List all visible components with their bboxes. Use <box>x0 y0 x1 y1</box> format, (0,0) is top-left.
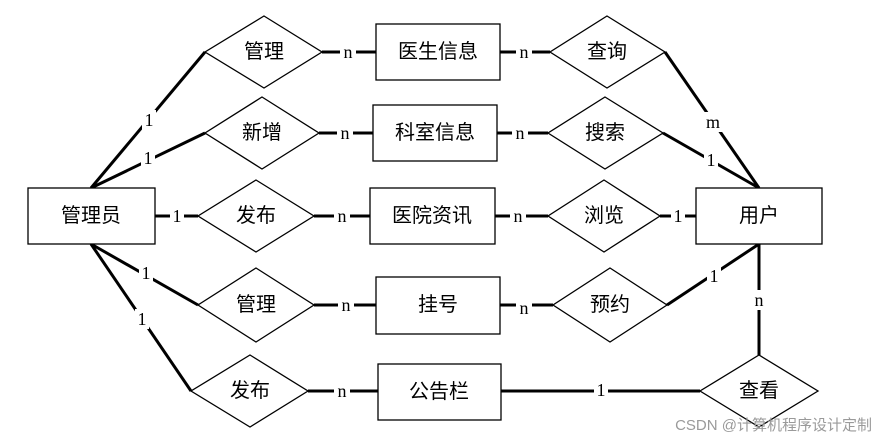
cardinality-manage-doctor-doctor: n <box>344 42 353 62</box>
cardinality-search-user: 1 <box>707 150 716 170</box>
watermark: CSDN @计算机程序设计定制 <box>675 417 872 434</box>
cardinality-labels: 1 n n m 1 n n 1 1 n n 1 1 n n 1 1 <box>135 42 767 401</box>
cardinality-news-browse: n <box>514 206 523 226</box>
relation-add-department-label: 新增 <box>242 121 282 144</box>
relation-publish-notice: 发布 <box>189 354 310 428</box>
entity-registration-label: 挂号 <box>418 293 458 316</box>
entity-admin: 管理员 <box>27 187 156 245</box>
cardinality-notice-view: 1 <box>597 380 606 400</box>
entity-hospital-news: 医院资讯 <box>369 187 496 245</box>
entity-doctor-info-label: 医生信息 <box>398 40 478 63</box>
relation-view-label: 查看 <box>739 379 779 402</box>
cardinality-publish-notice-notice: n <box>338 381 347 401</box>
cardinality-admin-add-dept: 1 <box>144 148 153 168</box>
cardinality-admin-publish-notice: 1 <box>138 309 147 329</box>
relation-manage-registration-label: 管理 <box>236 293 276 316</box>
cardinality-publish-news-news: n <box>338 206 347 226</box>
cardinality-reserve-user: 1 <box>710 266 719 286</box>
relation-manage-registration: 管理 <box>196 267 316 343</box>
entity-department-info-label: 科室信息 <box>395 121 475 144</box>
entity-hospital-news-label: 医院资讯 <box>392 204 472 227</box>
entity-notice-board-label: 公告栏 <box>409 380 469 403</box>
cardinality-register-reserve: n <box>520 298 529 318</box>
entity-admin-label: 管理员 <box>61 204 121 227</box>
cardinality-view-user: n <box>755 290 764 310</box>
relation-reserve-label: 预约 <box>590 293 630 316</box>
cardinality-admin-manage-register: 1 <box>142 263 151 283</box>
relation-query: 查询 <box>548 15 667 89</box>
relation-manage-doctor: 管理 <box>203 15 324 89</box>
relation-browse: 浏览 <box>546 179 662 253</box>
relation-reserve: 预约 <box>551 267 669 343</box>
relation-publish-notice-label: 发布 <box>230 379 270 402</box>
cardinality-query-user: m <box>706 112 720 132</box>
relation-browse-label: 浏览 <box>584 204 624 227</box>
entity-registration: 挂号 <box>375 276 501 335</box>
cardinality-manage-register-register: n <box>342 295 351 315</box>
entity-department-info: 科室信息 <box>372 104 498 162</box>
cardinality-admin-publish-news: 1 <box>173 206 182 226</box>
entity-doctor-info: 医生信息 <box>375 23 501 81</box>
cardinality-doctor-query: n <box>520 42 529 62</box>
relation-query-label: 查询 <box>587 40 627 63</box>
relation-view: 查看 <box>698 354 820 428</box>
relation-search-label: 搜索 <box>585 121 625 144</box>
entity-user-label: 用户 <box>739 204 779 227</box>
cardinality-browse-user: 1 <box>674 206 683 226</box>
relation-manage-doctor-label: 管理 <box>244 40 284 63</box>
relation-publish-news-label: 发布 <box>236 204 276 227</box>
cardinality-dept-search: n <box>516 123 525 143</box>
cardinality-add-dept-dept: n <box>341 123 350 143</box>
cardinality-admin-manage-doctor: 1 <box>145 110 154 130</box>
entity-notice-board: 公告栏 <box>377 363 502 421</box>
relation-search: 搜索 <box>546 96 665 170</box>
relation-publish-news: 发布 <box>196 179 316 253</box>
relation-add-department: 新增 <box>203 96 321 170</box>
entity-user: 用户 <box>695 187 823 245</box>
